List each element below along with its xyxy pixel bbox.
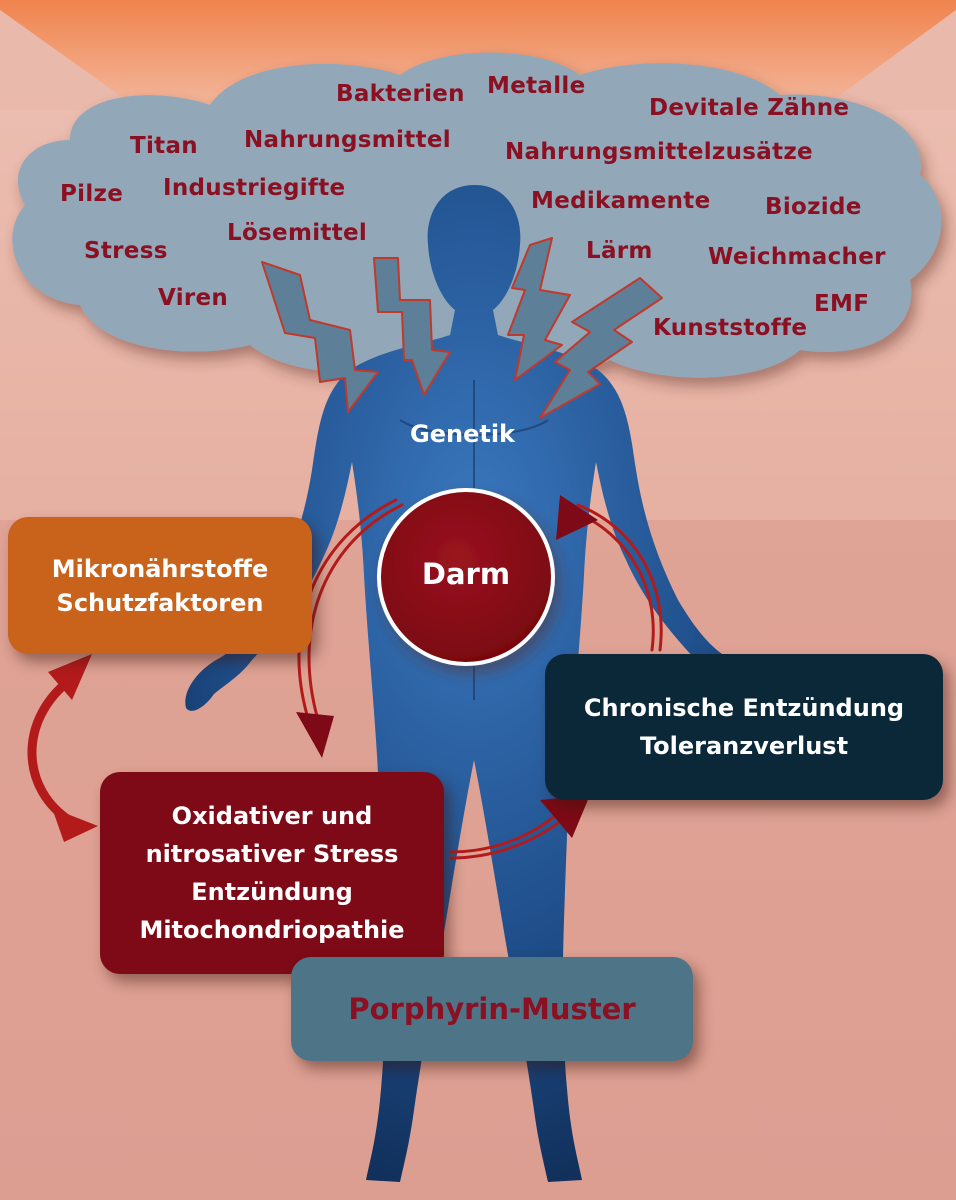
factor-weichmacher: Weichmacher bbox=[708, 244, 886, 270]
lightning-bolts bbox=[261, 237, 663, 419]
bolt-1 bbox=[261, 261, 379, 413]
factor-pilze: Pilze bbox=[60, 181, 124, 207]
arrow-right-head bbox=[556, 495, 598, 540]
box-porphyrin-label: Porphyrin-Muster bbox=[348, 992, 636, 1026]
factor-stress: Stress bbox=[84, 238, 168, 264]
factor-titan: Titan bbox=[130, 133, 198, 159]
arrow-left-head bbox=[296, 712, 334, 758]
box-oxidativer-line-1: Oxidativer und bbox=[171, 802, 373, 830]
double-arrow bbox=[27, 654, 98, 842]
box-chronische-line-2: Toleranzverlust bbox=[639, 732, 849, 760]
darm-label: Darm bbox=[421, 557, 511, 591]
arrow-right-line2 bbox=[576, 503, 663, 652]
box-chronische-line-1: Chronische Entzündung bbox=[583, 694, 905, 722]
factor-bakterien: Bakterien bbox=[336, 81, 465, 107]
box-oxidativer-line-3: Entzündung bbox=[191, 878, 353, 906]
box-mikronaehrstoffe-line-1: Mikronährstoffe bbox=[51, 554, 269, 583]
bolt-2 bbox=[373, 257, 451, 396]
factor-devitale-zaehne: Devitale Zähne bbox=[649, 95, 850, 121]
bolt-3 bbox=[507, 237, 571, 381]
box-oxidativer-stress: Oxidativer und nitrosativer Stress Entzü… bbox=[100, 772, 444, 974]
factor-loesemittel: Lösemittel bbox=[227, 220, 368, 246]
box-oxidativer-line-2: nitrosativer Stress bbox=[145, 840, 399, 868]
factor-nahrungsmittel: Nahrungsmittel bbox=[244, 127, 451, 153]
factor-industriegifte: Industriegifte bbox=[163, 175, 346, 201]
arrow-left-line1 bbox=[307, 503, 404, 722]
factor-medikamente: Medikamente bbox=[531, 188, 711, 214]
factor-kunststoffe: Kunststoffe bbox=[653, 315, 808, 341]
factor-laerm: Lärm bbox=[586, 238, 653, 264]
box-mikronaehrstoffe-line-2: Schutzfaktoren bbox=[56, 588, 264, 617]
arrow-to-chronic bbox=[449, 795, 590, 860]
bolt-4 bbox=[539, 277, 663, 419]
box-chronische-entzuendung: Chronische Entzündung Toleranzverlust bbox=[545, 654, 943, 800]
box-oxidativer-line-4: Mitochondriopathie bbox=[139, 916, 405, 944]
box-porphyrin-muster: Porphyrin-Muster bbox=[291, 957, 693, 1061]
factor-emf: EMF bbox=[814, 291, 870, 317]
darm-circle bbox=[377, 488, 555, 666]
cycle-arrows bbox=[297, 498, 663, 727]
genetik-label: Genetik bbox=[410, 420, 515, 448]
box-mikronaehrstoffe: Mikronährstoffe Schutzfaktoren bbox=[8, 517, 312, 654]
factor-nahrungsmittelzusaetze: Nahrungsmittelzusätze bbox=[505, 139, 813, 165]
factor-biozide: Biozide bbox=[765, 194, 862, 220]
factor-viren: Viren bbox=[158, 285, 229, 311]
factor-metalle: Metalle bbox=[487, 73, 586, 99]
